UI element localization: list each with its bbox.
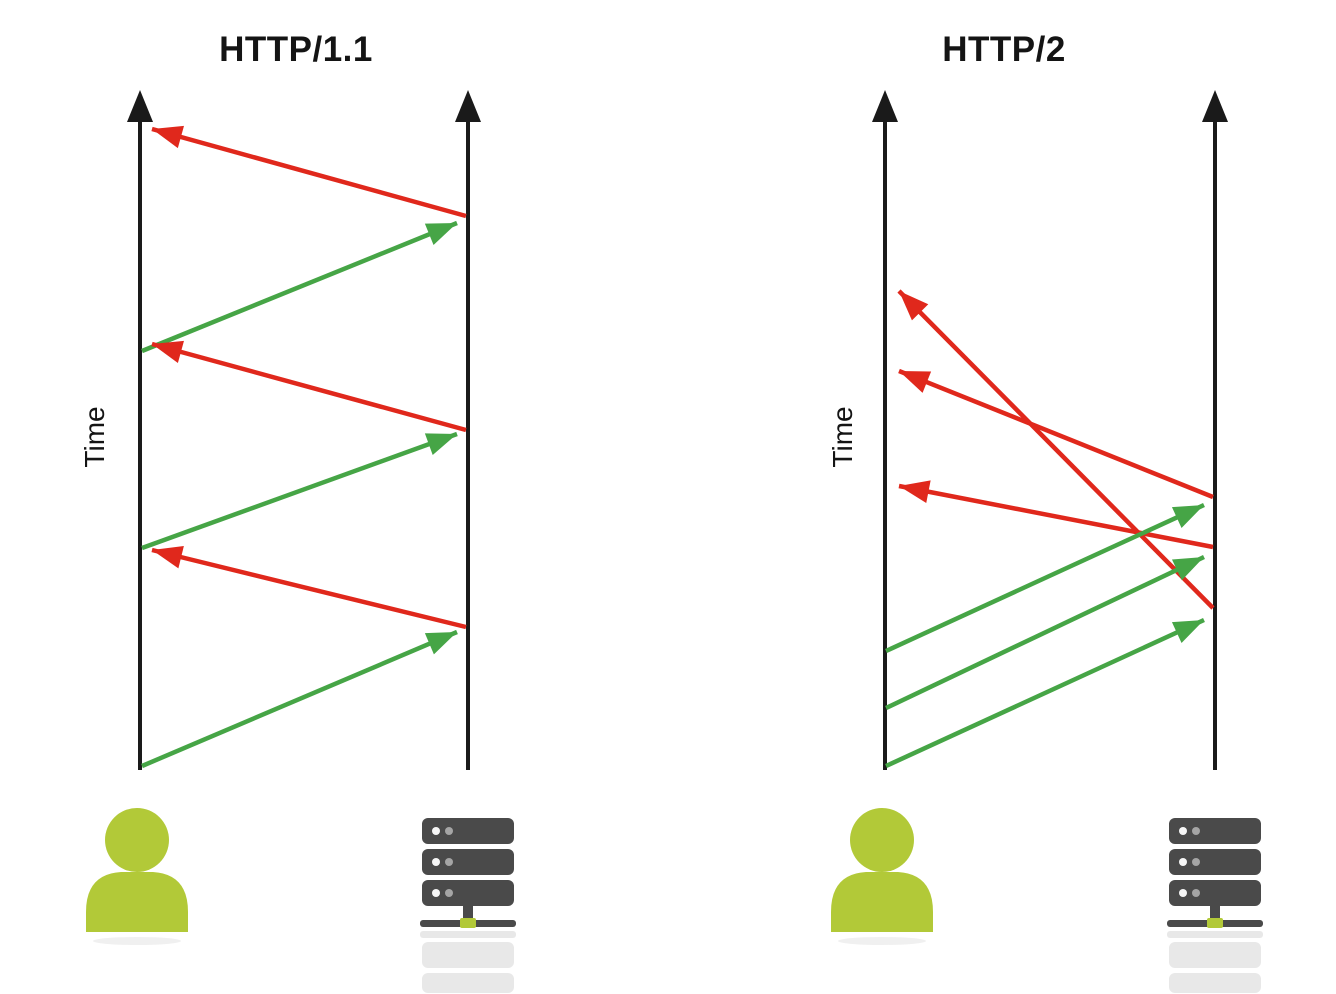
request-arrowhead xyxy=(1171,620,1204,643)
request-arrow xyxy=(885,617,1205,769)
server-stand xyxy=(1210,906,1220,920)
request-arrowhead xyxy=(424,632,457,655)
response-arrowhead xyxy=(152,340,184,364)
panel-http1 xyxy=(86,90,516,993)
response-arrowhead xyxy=(152,125,184,149)
client-body xyxy=(831,872,933,932)
client-icon xyxy=(831,808,933,945)
response-arrow xyxy=(151,547,467,630)
client-lifeline-arrowhead xyxy=(872,90,898,122)
client-lifeline-arrowhead xyxy=(127,90,153,122)
request-arrow xyxy=(141,431,458,551)
request-arrow xyxy=(141,220,458,354)
response-arrow xyxy=(897,289,1215,610)
panel-title-http1: HTTP/1.1 xyxy=(219,30,373,69)
panel-title-http2: HTTP/2 xyxy=(942,30,1066,69)
response-arrowhead xyxy=(899,371,932,393)
server-led xyxy=(445,889,453,897)
server-led xyxy=(1179,827,1187,835)
server-rack-unit xyxy=(1169,849,1261,875)
panel-http2 xyxy=(831,90,1263,993)
server-rack-unit xyxy=(1169,880,1261,906)
server-led xyxy=(1192,827,1200,835)
request-arrowhead xyxy=(424,433,457,456)
request-arrowhead xyxy=(1171,557,1204,581)
server-rack-unit xyxy=(1169,818,1261,844)
server-led xyxy=(432,827,440,835)
server-reflection xyxy=(420,931,516,993)
server-led xyxy=(445,858,453,866)
server-rack-unit xyxy=(422,880,514,906)
server-stand xyxy=(463,906,473,920)
server-lifeline-arrowhead xyxy=(1202,90,1228,122)
request-arrow xyxy=(141,629,458,769)
server-base-light xyxy=(1207,918,1223,928)
server-icon xyxy=(1167,818,1263,993)
response-arrowhead xyxy=(899,480,931,504)
server-rack-unit xyxy=(422,849,514,875)
request-arrow xyxy=(885,502,1205,654)
server-led xyxy=(1179,889,1187,897)
server-led xyxy=(1192,858,1200,866)
client-head xyxy=(850,808,914,872)
server-reflection xyxy=(1167,931,1263,993)
server-led xyxy=(445,827,453,835)
response-arrow xyxy=(151,341,467,433)
request-arrow xyxy=(885,554,1205,711)
server-icon xyxy=(420,818,516,993)
request-arrowhead xyxy=(424,223,457,245)
server-lifeline-arrowhead xyxy=(455,90,481,122)
server-base-light xyxy=(460,918,476,928)
response-arrowhead xyxy=(899,291,929,321)
server-rack-unit xyxy=(422,818,514,844)
response-arrow xyxy=(898,483,1214,550)
server-led xyxy=(432,858,440,866)
client-shadow xyxy=(93,937,181,945)
server-led xyxy=(432,889,440,897)
response-arrowhead xyxy=(152,545,184,569)
client-shadow xyxy=(838,937,926,945)
request-arrowhead xyxy=(1171,505,1204,528)
client-head xyxy=(105,808,169,872)
response-arrow xyxy=(151,126,467,219)
client-body xyxy=(86,872,188,932)
client-icon xyxy=(86,808,188,945)
server-led xyxy=(1179,858,1187,866)
response-arrow xyxy=(898,368,1214,500)
server-led xyxy=(1192,889,1200,897)
